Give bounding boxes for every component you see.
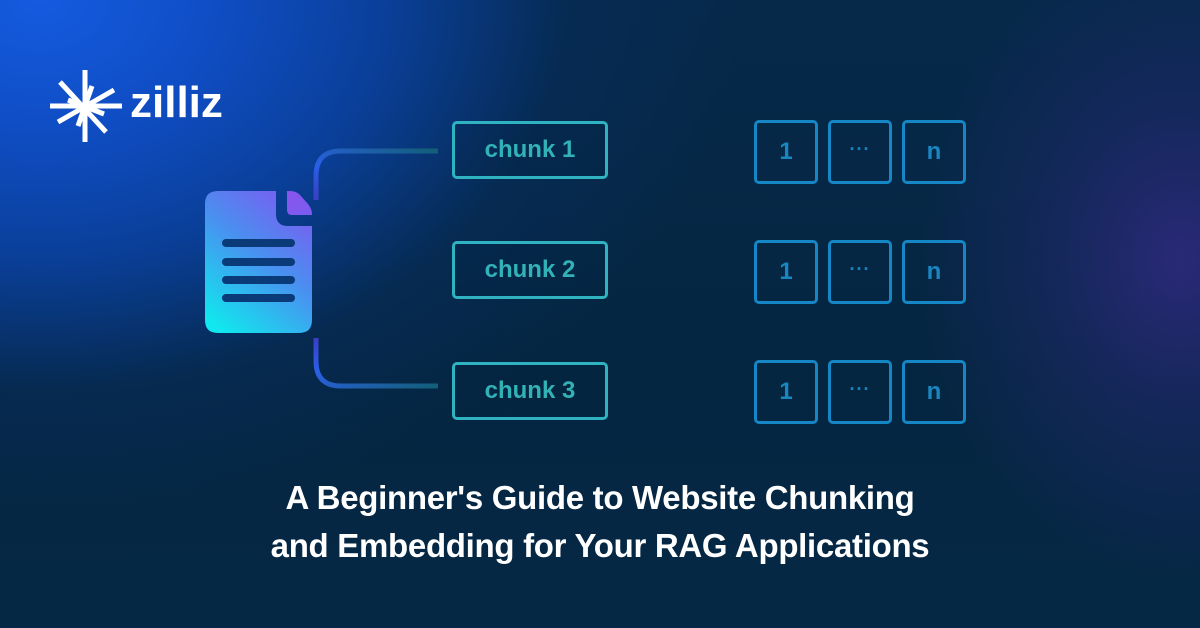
vector-cell-3-last: n — [902, 360, 966, 424]
document-icon — [205, 191, 312, 333]
headline-line-1: A Beginner's Guide to Website Chunking — [285, 479, 915, 516]
headline: A Beginner's Guide to Website Chunking a… — [0, 474, 1200, 570]
vector-cell-2-ellipsis: ··· — [828, 240, 892, 304]
vector-cell-1-ellipsis: ··· — [828, 120, 892, 184]
connector-doc-chunk-1 — [313, 148, 438, 200]
zilliz-logo: zilliz — [50, 70, 223, 142]
chunk-box-1: chunk 1 — [452, 121, 608, 179]
brand-name: zilliz — [130, 78, 223, 127]
vector-cell-2-first: 1 — [754, 240, 818, 304]
vector-cell-3-first: 1 — [754, 360, 818, 424]
starburst-icon — [50, 70, 122, 142]
connector-doc-chunk-3 — [313, 338, 438, 389]
headline-line-2: and Embedding for Your RAG Applications — [270, 527, 930, 564]
vector-cell-1-last: n — [902, 120, 966, 184]
vector-cell-3-ellipsis: ··· — [828, 360, 892, 424]
chunk-box-3: chunk 3 — [452, 362, 608, 420]
vector-cell-2-last: n — [902, 240, 966, 304]
vector-cell-1-first: 1 — [754, 120, 818, 184]
chunk-box-2: chunk 2 — [452, 241, 608, 299]
